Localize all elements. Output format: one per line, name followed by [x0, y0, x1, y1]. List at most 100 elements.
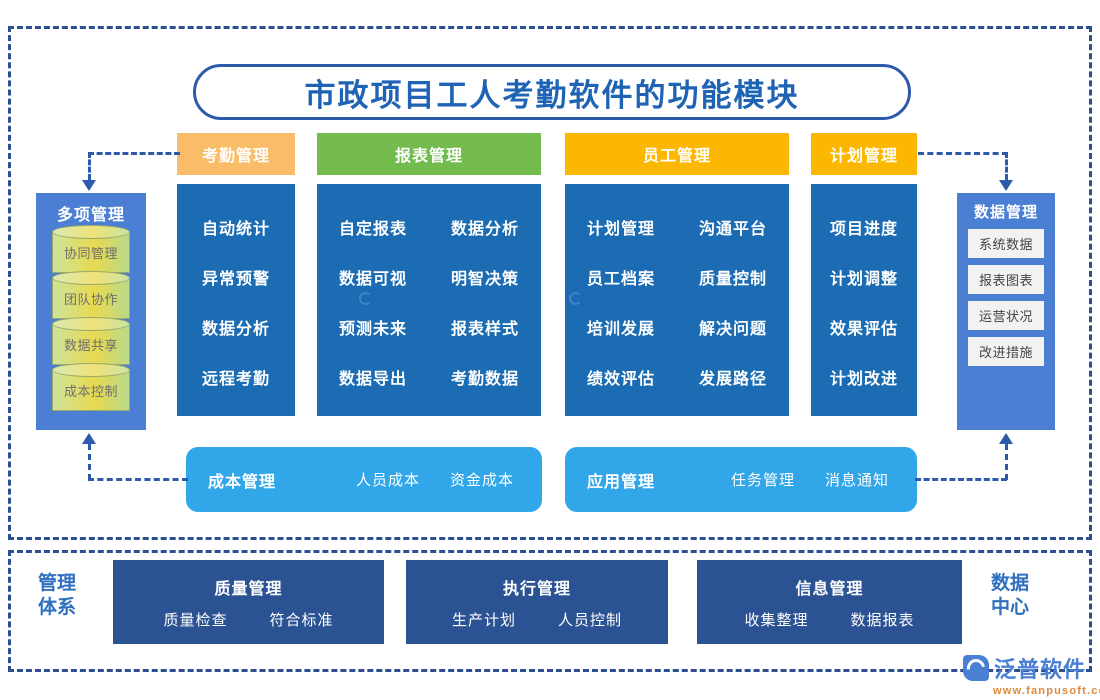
bottom-box-item[interactable]: 符合标准: [269, 611, 334, 629]
panel-item[interactable]: 预测未来: [338, 321, 407, 338]
brand-logo-url: www.fanpusoft.com: [993, 685, 1100, 697]
arrow-down-left-icon: [82, 180, 96, 191]
brand-logo: 泛普软件 www.fanpusoft.com: [963, 652, 1100, 697]
sidebar-data-management: 数据管理 系统数据 报表图表 运营状况 改进措施: [957, 193, 1055, 430]
page-title: 市政项目工人考勤软件的功能模块: [193, 64, 911, 120]
tab-attendance-management[interactable]: 考勤管理: [177, 133, 295, 175]
bottom-box-title: 信息管理: [795, 580, 864, 598]
panel-item[interactable]: 质量控制: [698, 271, 767, 288]
panel-item[interactable]: 数据导出: [338, 371, 407, 388]
bottom-box-title: 质量管理: [214, 580, 283, 598]
database-cylinder-icon[interactable]: 成本控制: [52, 363, 130, 411]
database-cylinder-icon[interactable]: 协同管理: [52, 225, 130, 273]
panel-item[interactable]: 远程考勤: [201, 371, 270, 388]
cylinder-label: 协同管理: [63, 245, 118, 261]
panel-item[interactable]: 数据可视: [338, 271, 407, 288]
panel-item[interactable]: 数据分析: [201, 321, 270, 338]
panel-item[interactable]: 效果评估: [829, 321, 898, 338]
brand-logo-name: 泛普软件: [994, 657, 1087, 682]
panel-column: 自动统计 异常预警 数据分析 远程考勤: [177, 202, 295, 402]
bottom-box-execution-management: 执行管理 生产计划 人员控制: [406, 560, 668, 644]
connector-left-bottom-vertical: [88, 444, 91, 480]
bottom-right-label-line1: 数据: [990, 573, 1029, 594]
tab-label: 计划管理: [829, 148, 898, 165]
panel-item[interactable]: 自定报表: [338, 221, 407, 238]
bottom-right-label: 数据 中心: [980, 572, 1040, 620]
bottom-box-quality-management: 质量管理 质量检查 符合标准: [113, 560, 384, 644]
panel-column: 自定报表 数据可视 预测未来 数据导出: [317, 202, 429, 402]
bar-title: 成本管理: [208, 473, 277, 491]
bottom-box-item[interactable]: 生产计划: [451, 611, 516, 629]
panel-item[interactable]: 考勤数据: [450, 371, 519, 388]
panel-item[interactable]: 解决问题: [698, 321, 767, 338]
panel-column: 数据分析 明智决策 报表样式 考勤数据: [429, 202, 541, 402]
lower-dashed-frame: [8, 550, 1092, 672]
database-cylinder-icon[interactable]: 数据共享: [52, 317, 130, 365]
panel-item[interactable]: 发展路径: [698, 371, 767, 388]
bar-item[interactable]: 人员成本: [355, 472, 420, 489]
sidebar-right-item[interactable]: 报表图表: [968, 265, 1044, 294]
panel-item[interactable]: 沟通平台: [698, 221, 767, 238]
bottom-box-item-list: 生产计划 人员控制: [452, 609, 622, 630]
tab-label: 考勤管理: [201, 148, 270, 165]
bottom-left-label: 管理 体系: [27, 572, 87, 620]
brand-logo-row: 泛普软件: [963, 652, 1100, 684]
panel-item[interactable]: 培训发展: [586, 321, 655, 338]
bottom-box-item[interactable]: 数据报表: [850, 611, 915, 629]
bottom-box-item[interactable]: 人员控制: [558, 611, 623, 629]
panel-plan-management: 项目进度 计划调整 效果评估 计划改进: [811, 184, 917, 416]
cylinder-label: 团队协作: [63, 291, 118, 307]
bottom-right-label-line2: 中心: [990, 597, 1029, 618]
bar-item[interactable]: 消息通知: [824, 472, 889, 489]
bar-item[interactable]: 任务管理: [730, 472, 795, 489]
bottom-left-label-line1: 管理: [37, 573, 76, 594]
page-title-text: 市政项目工人考勤软件的功能模块: [304, 77, 800, 113]
panel-item[interactable]: 异常预警: [201, 271, 270, 288]
panel-item[interactable]: 员工档案: [586, 271, 655, 288]
connector-right-top-vertical: [1005, 152, 1008, 180]
bar-item[interactable]: 资金成本: [449, 472, 514, 489]
database-cylinder-icon[interactable]: 团队协作: [52, 271, 130, 319]
bottom-box-information-management: 信息管理 收集整理 数据报表: [697, 560, 962, 644]
tab-report-management[interactable]: 报表管理: [317, 133, 541, 175]
sidebar-right-item[interactable]: 运营状况: [968, 301, 1044, 330]
panel-item[interactable]: 绩效评估: [586, 371, 655, 388]
sidebar-right-item[interactable]: 改进措施: [968, 337, 1044, 366]
panel-item[interactable]: 明智决策: [450, 271, 519, 288]
cylinder-label: 成本控制: [63, 383, 118, 399]
bar-application-management: 应用管理 任务管理 消息通知: [565, 447, 917, 512]
panel-item[interactable]: 报表样式: [450, 321, 519, 338]
panel-column: 沟通平台 质量控制 解决问题 发展路径: [677, 202, 789, 402]
arrow-down-right-icon: [999, 180, 1013, 191]
panel-item[interactable]: 计划管理: [586, 221, 655, 238]
bar-item-list: 人员成本 资金成本: [356, 469, 514, 490]
panel-item[interactable]: 项目进度: [829, 221, 898, 238]
sidebar-multi-item-management: 多项管理 协同管理 团队协作 数据共享 成本控制: [36, 193, 146, 430]
bar-title: 应用管理: [587, 473, 656, 491]
upper-dashed-frame: [8, 26, 1092, 540]
bottom-box-item[interactable]: 收集整理: [744, 611, 809, 629]
panel-item[interactable]: 自动统计: [201, 221, 270, 238]
white-box-list: 系统数据 报表图表 运营状况 改进措施: [957, 229, 1055, 366]
tab-plan-management[interactable]: 计划管理: [811, 133, 917, 175]
panel-column: 计划管理 员工档案 培训发展 绩效评估: [565, 202, 677, 402]
bottom-box-title: 执行管理: [502, 580, 571, 598]
panel-attendance-management: 自动统计 异常预警 数据分析 远程考勤: [177, 184, 295, 416]
sidebar-right-item[interactable]: 系统数据: [968, 229, 1044, 258]
panel-item[interactable]: 数据分析: [450, 221, 519, 238]
panel-item[interactable]: 计划调整: [829, 271, 898, 288]
connector-left-top-horizontal: [88, 152, 180, 155]
connector-left-bottom-horizontal: [88, 478, 188, 481]
tab-label: 报表管理: [394, 148, 463, 165]
panel-item[interactable]: 计划改进: [829, 371, 898, 388]
bar-item-list: 任务管理 消息通知: [731, 469, 889, 490]
bottom-box-item[interactable]: 质量检查: [163, 611, 228, 629]
tab-employee-management[interactable]: 员工管理: [565, 133, 789, 175]
brand-logo-icon: [963, 655, 989, 681]
connector-right-top-horizontal: [918, 152, 1008, 155]
bottom-box-item-list: 质量检查 符合标准: [163, 609, 333, 630]
sidebar-right-title: 数据管理: [973, 204, 1038, 221]
sidebar-left-title: 多项管理: [56, 207, 125, 224]
arrow-up-left-icon: [82, 433, 96, 444]
